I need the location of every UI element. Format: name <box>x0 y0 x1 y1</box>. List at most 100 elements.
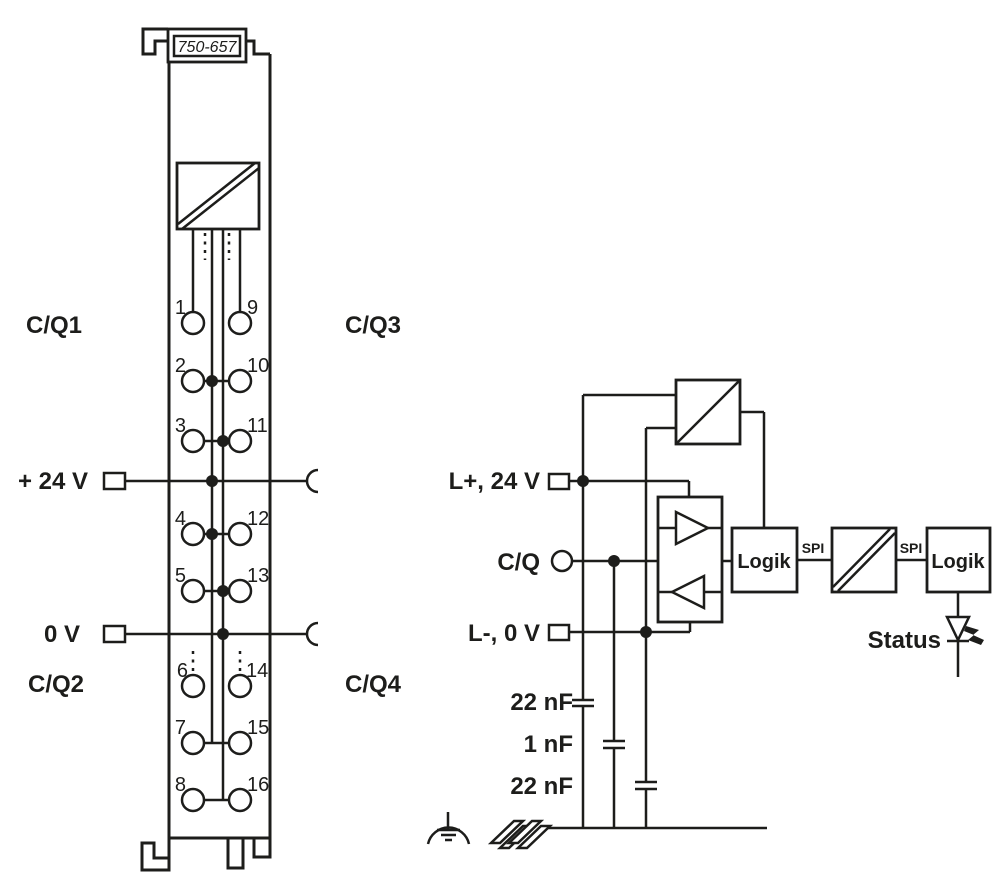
driver-box <box>656 495 724 624</box>
junction-4-12-24v <box>206 528 218 540</box>
supply-terminal-24v <box>102 471 127 491</box>
cq-label: C/Q <box>497 549 540 576</box>
terminal-2 <box>180 368 206 394</box>
terminal-number-15: 15 <box>247 717 269 739</box>
driver-triangle-icon <box>674 509 711 547</box>
lplus-label: L+, 24 V <box>449 468 540 495</box>
iso-diagonal-2 <box>837 532 896 592</box>
terminal-number-13: 13 <box>247 565 269 587</box>
iso-box <box>830 526 898 594</box>
part-number-frame-inner <box>172 34 242 58</box>
module-side-labels: C/Q1 + 24 V 0 V C/Q2 C/Q3 C/Q4 <box>18 312 402 698</box>
terminal-number-12: 12 <box>247 508 269 530</box>
rail-right-edge <box>514 824 554 850</box>
terminal-4 <box>180 521 206 547</box>
circuit-wiring <box>547 393 927 830</box>
logik2-label: Logik <box>931 551 985 573</box>
lplus-terminal <box>547 472 571 491</box>
circuit-inputs: L+, 24 V C/Q L-, 0 V <box>449 468 574 647</box>
junction-24v-feed <box>206 475 218 487</box>
terminal-7 <box>180 730 206 756</box>
rail-left-lip <box>487 819 527 845</box>
logik2-box <box>925 526 992 594</box>
terminal-3 <box>180 428 206 454</box>
terminal-10 <box>227 368 253 394</box>
receiver-triangle-icon <box>669 573 706 611</box>
logik1-box <box>730 526 799 594</box>
terminal-number-4: 4 <box>175 508 186 530</box>
led-diode-icon <box>945 615 971 643</box>
junction-2-10-24v <box>206 375 218 387</box>
cap1-label: 22 nF <box>510 689 573 716</box>
capacitor-22nf-2 <box>635 780 657 791</box>
galvanic-isolation-box <box>830 526 898 594</box>
junction-3-11-0v <box>217 435 229 447</box>
dcdc-diagonal-1 <box>177 162 256 225</box>
module-top-hook <box>141 27 168 56</box>
junction-lminus <box>640 626 652 638</box>
cap2-label: 1 nF <box>524 731 573 758</box>
terminal-number-3: 3 <box>175 415 186 437</box>
dcdc-diagonal-2 <box>181 167 260 230</box>
terminal-number-5: 5 <box>175 565 186 587</box>
power-jumper-contact-24v <box>305 468 319 494</box>
logik2-block: Logik <box>925 526 992 594</box>
terminal-16 <box>227 787 253 813</box>
cq1-label: C/Q1 <box>26 312 82 339</box>
module-part-number: 750-657 <box>178 39 238 56</box>
cap3-label: 22 nF <box>510 773 573 800</box>
power-jumper-contact-0v <box>305 621 319 647</box>
block-circuit: L+, 24 V C/Q L-, 0 V <box>426 378 992 850</box>
cq-terminal <box>550 549 574 573</box>
cq4-label: C/Q4 <box>345 671 402 698</box>
junction-0v-feed <box>217 628 229 640</box>
junction-cq <box>608 555 620 567</box>
status-led: Status <box>868 592 984 677</box>
module-bottom-tab-right <box>252 838 272 859</box>
module-outline <box>140 27 272 872</box>
cq2-label: C/Q2 <box>28 671 84 698</box>
earth-symbol <box>426 812 471 845</box>
lminus-terminal <box>547 623 571 642</box>
terminal-9 <box>227 310 253 336</box>
module-bottom-hook <box>140 838 171 872</box>
terminal-number-14: 14 <box>246 660 268 682</box>
junction-lplus <box>577 475 589 487</box>
io-module: 750-657 <box>18 27 402 872</box>
status-label: Status <box>868 627 941 654</box>
terminal-number-11: 11 <box>247 415 268 437</box>
cq3-label: C/Q3 <box>345 312 401 339</box>
terminal-1 <box>180 310 206 336</box>
logik1-block: Logik <box>730 526 799 594</box>
module-top-step <box>246 39 270 56</box>
terminal-15 <box>227 730 253 756</box>
driver-receiver-box <box>656 495 724 624</box>
terminal-number-2: 2 <box>175 355 186 377</box>
terminal-number-1: 1 <box>175 297 186 319</box>
spi1-label: SPI <box>802 540 825 556</box>
terminal-12 <box>227 521 253 547</box>
module-junction-dots <box>206 375 229 640</box>
capacitor-1nf <box>603 739 625 750</box>
dcdc2-diagonal <box>675 379 741 445</box>
circuit-dcdc-converter-box <box>674 378 742 446</box>
plus-24v-label: + 24 V <box>18 468 88 495</box>
terminal-number-16: 16 <box>247 774 269 796</box>
terminal-number-10: 10 <box>247 355 269 377</box>
supply-terminal-0v <box>102 624 127 644</box>
terminal-8 <box>180 787 206 813</box>
terminal-number-6: 6 <box>177 660 188 682</box>
terminal-contacts <box>180 310 253 813</box>
terminal-6 <box>180 673 206 699</box>
emc-capacitors: 22 nF 1 nF 22 nF <box>510 689 657 800</box>
0v-label: 0 V <box>44 621 80 648</box>
logik1-label: Logik <box>737 551 791 573</box>
terminal-14 <box>227 673 253 699</box>
module-bottom-tab-middle <box>226 838 245 870</box>
led-flash-icon <box>964 626 984 645</box>
din-rail-icon <box>487 819 554 850</box>
terminal-number-7: 7 <box>175 717 186 739</box>
spi2-label: SPI <box>900 540 923 556</box>
iso-diagonal-1 <box>832 528 891 588</box>
